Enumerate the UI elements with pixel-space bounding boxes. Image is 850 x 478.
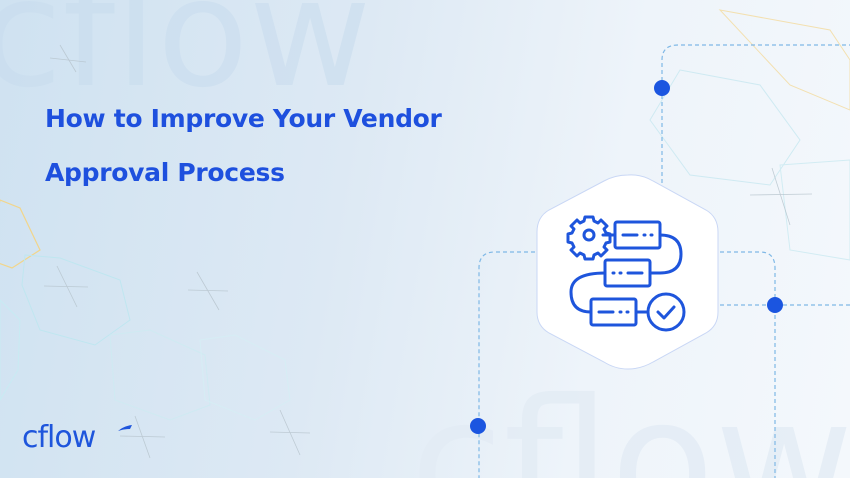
hex-outline	[21, 254, 131, 346]
hex-outline	[779, 159, 850, 261]
hex-outline	[0, 299, 21, 401]
hex-outline	[109, 329, 211, 421]
hex-outline	[718, 9, 850, 111]
logo-swoosh-icon	[118, 425, 132, 431]
gear-icon	[566, 215, 612, 261]
watermark-top: cflow	[0, 0, 371, 121]
hex-outline	[0, 199, 41, 269]
hex-outline	[199, 334, 291, 421]
sparkle-decoration	[43, 44, 813, 459]
logo-text: cflow	[22, 420, 96, 455]
cflow-logo[interactable]: cflow	[22, 420, 132, 456]
article-title: How to Improve Your Vendor Approval Proc…	[45, 92, 442, 200]
connector-dots	[470, 80, 783, 434]
title-line-2: Approval Process	[45, 158, 285, 187]
hex-outline	[649, 69, 801, 186]
checkmark-circle-icon	[646, 292, 686, 332]
connector-lines	[478, 44, 850, 478]
title-line-1: How to Improve Your Vendor	[45, 104, 442, 133]
